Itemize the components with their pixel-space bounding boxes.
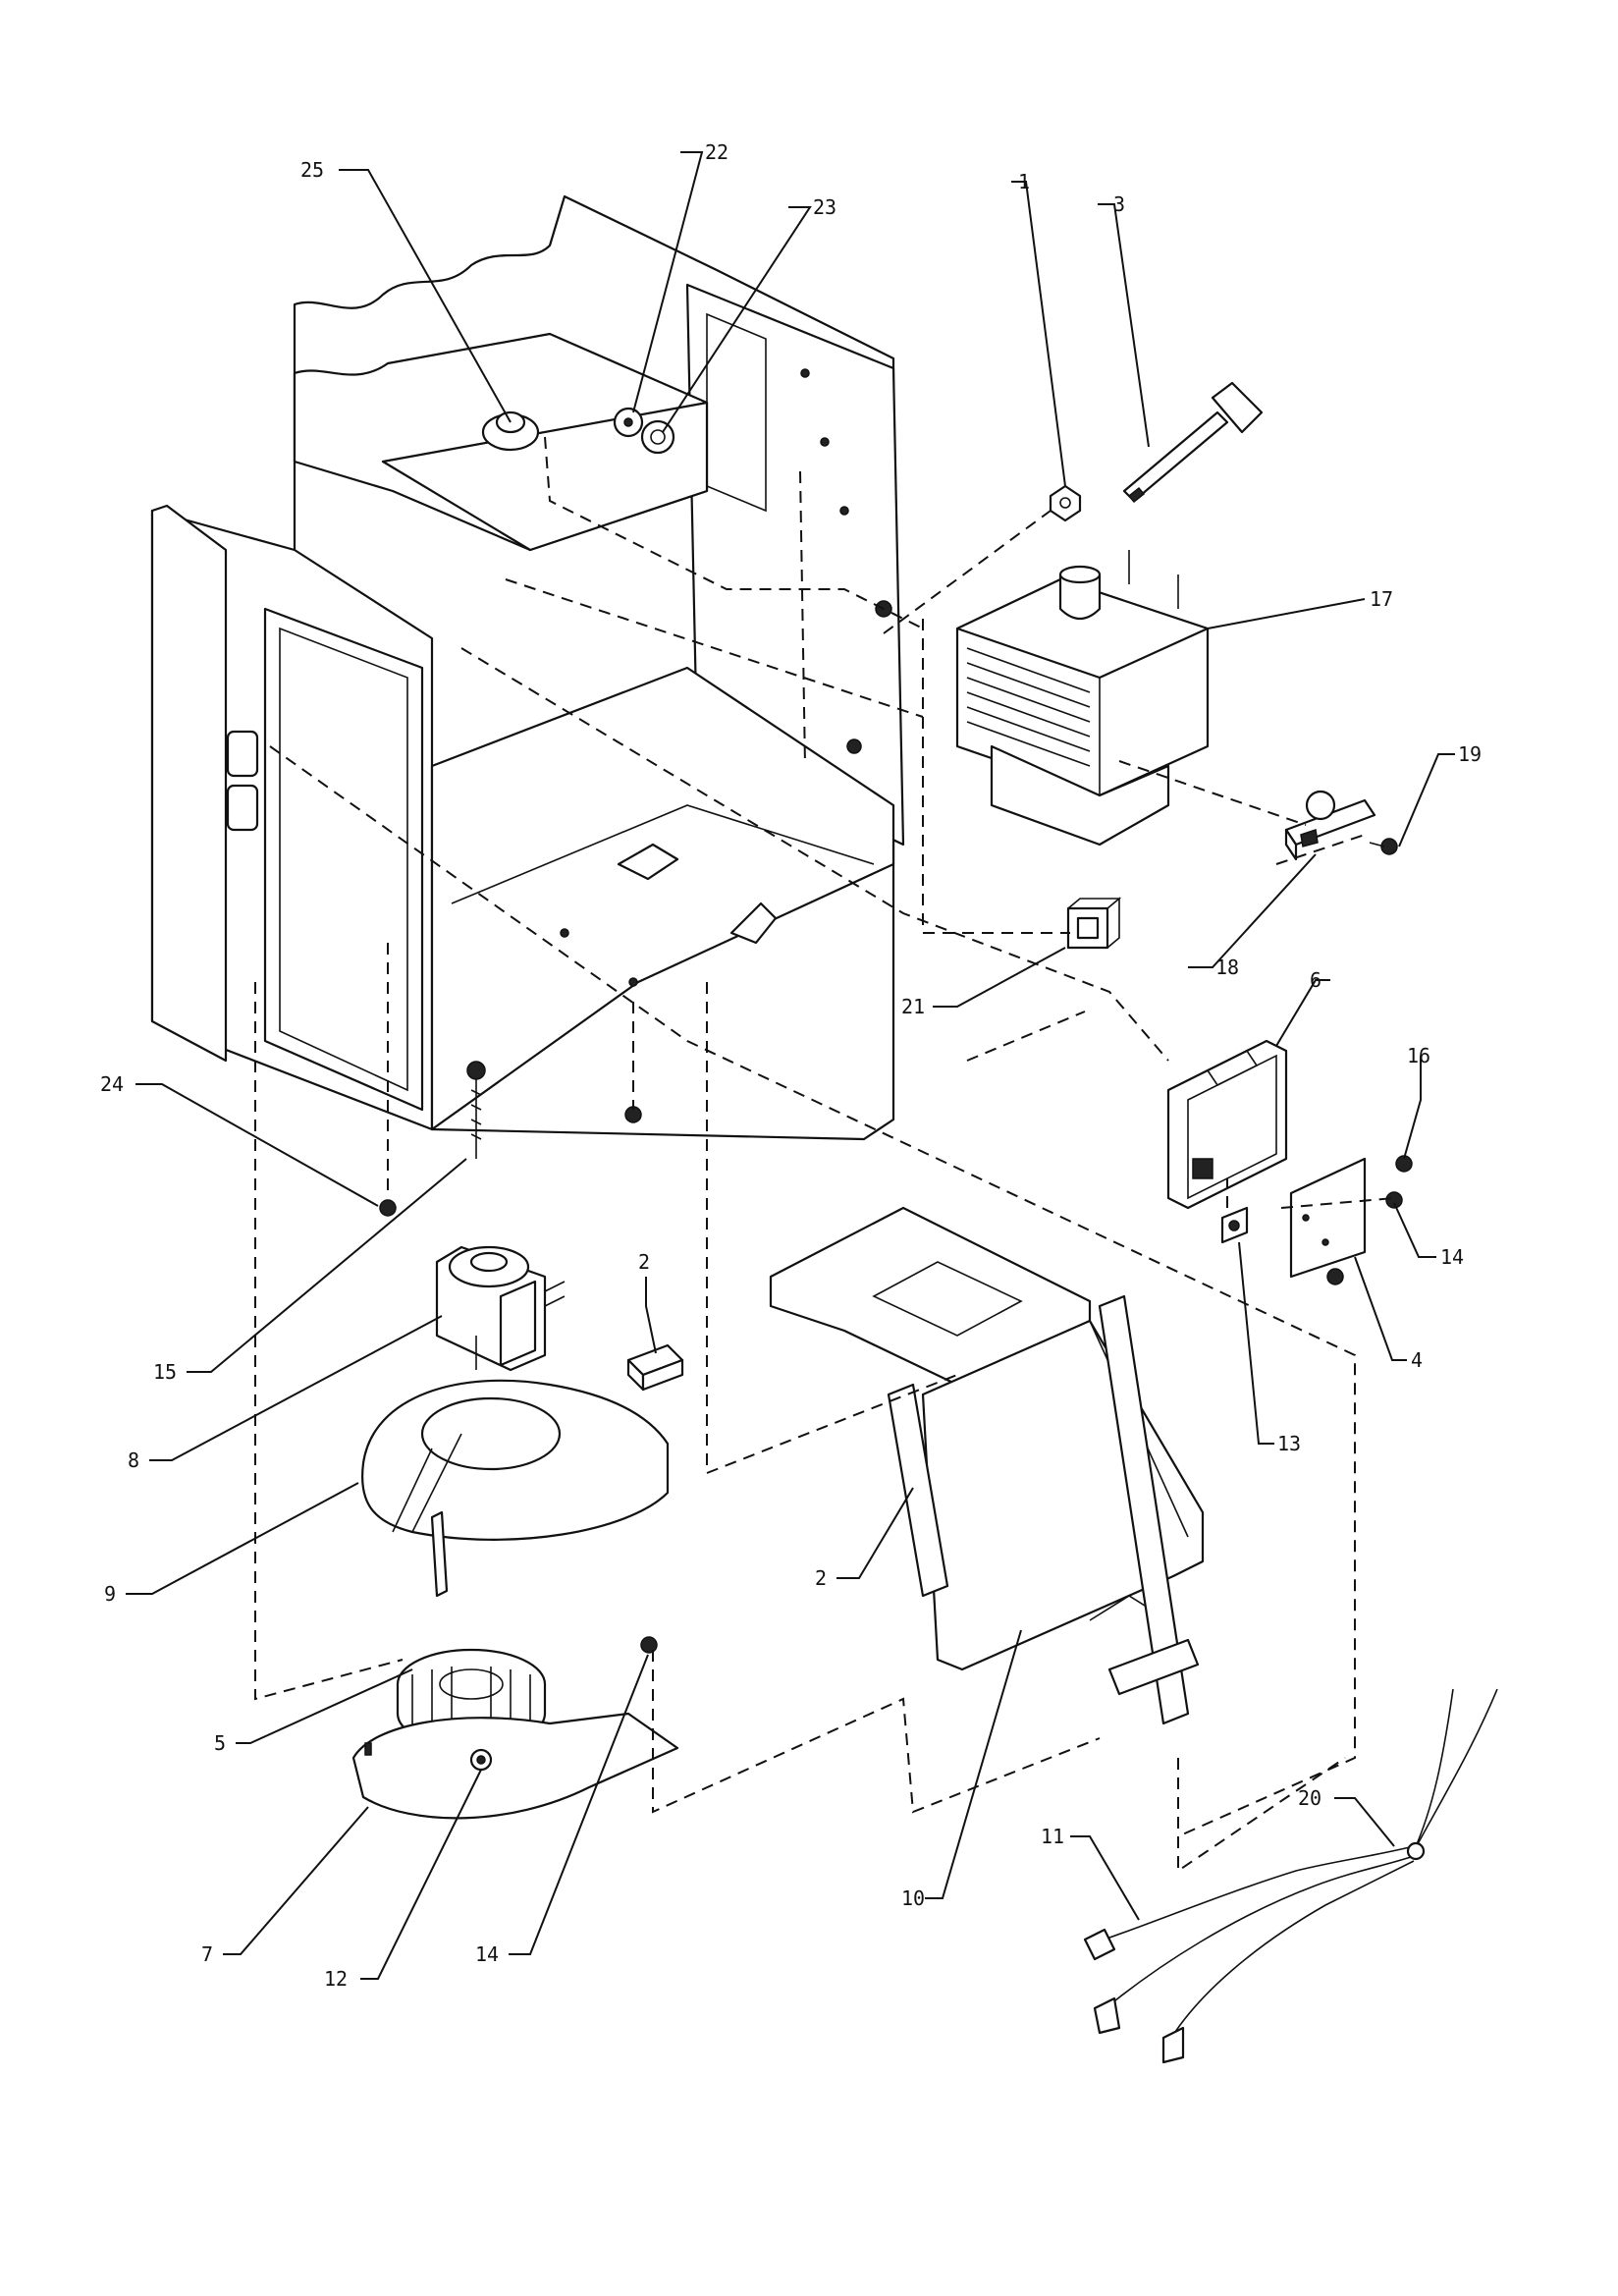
callout-17: 17 [1370, 587, 1393, 611]
callout-6: 6 [1310, 968, 1321, 992]
callout-20: 20 [1298, 1786, 1321, 1810]
screw [1369, 838, 1398, 855]
callout-21: 21 [901, 995, 925, 1018]
callout-18: 18 [1215, 956, 1239, 979]
switch-bracket [1066, 897, 1122, 950]
thermal-cutout [640, 419, 675, 455]
callout-11: 11 [1041, 1825, 1064, 1848]
washer [613, 407, 644, 438]
callout-16: 16 [1407, 1044, 1430, 1067]
fan-motor [435, 1245, 566, 1372]
callout-2-upper: 2 [638, 1250, 650, 1274]
screw [640, 1636, 658, 1654]
callout-12: 12 [324, 1967, 348, 1991]
long-screw [466, 1061, 486, 1159]
wire-harness-2 [1406, 1688, 1498, 1861]
thermal-switch [1284, 790, 1376, 861]
circuit-board [1289, 1157, 1367, 1285]
nut [1049, 484, 1082, 522]
callout-13: 13 [1277, 1432, 1301, 1455]
callout-24: 24 [100, 1072, 124, 1096]
foam-strip [887, 1294, 1200, 1725]
foam-block [626, 1343, 684, 1392]
wire-harness [1083, 1845, 1415, 2064]
callout-14-upper: 14 [1440, 1245, 1464, 1269]
callout-1: 1 [1018, 170, 1030, 193]
blower-cover [351, 1712, 679, 1820]
callout-labels: 25 22 23 1 3 17 19 18 21 6 16 14 4 13 24… [100, 140, 1482, 1991]
callout-22: 22 [705, 140, 728, 164]
control-board [1166, 1039, 1288, 1210]
callout-9: 9 [104, 1582, 116, 1606]
cabinet [150, 194, 905, 1141]
callout-5: 5 [214, 1731, 226, 1755]
spacer [1220, 1206, 1249, 1244]
assembly-lines [254, 436, 1395, 1873]
callout-7: 7 [201, 1942, 213, 1966]
callout-2-lower: 2 [815, 1566, 827, 1590]
callout-3: 3 [1113, 192, 1125, 216]
magnetron [955, 550, 1210, 847]
callout-14-lower: 14 [475, 1942, 499, 1966]
screw [379, 1199, 397, 1217]
leader-lines [126, 151, 1455, 1980]
callout-15: 15 [153, 1360, 177, 1384]
power-cord [1122, 381, 1264, 504]
callout-8: 8 [128, 1449, 139, 1472]
screw [1385, 1191, 1403, 1209]
callout-10: 10 [901, 1886, 925, 1910]
callout-4: 4 [1411, 1348, 1423, 1372]
nut [469, 1748, 493, 1772]
callout-23: 23 [813, 195, 836, 219]
blower-housing [361, 1379, 670, 1598]
callout-19: 19 [1458, 742, 1482, 766]
callout-25: 25 [300, 158, 324, 182]
